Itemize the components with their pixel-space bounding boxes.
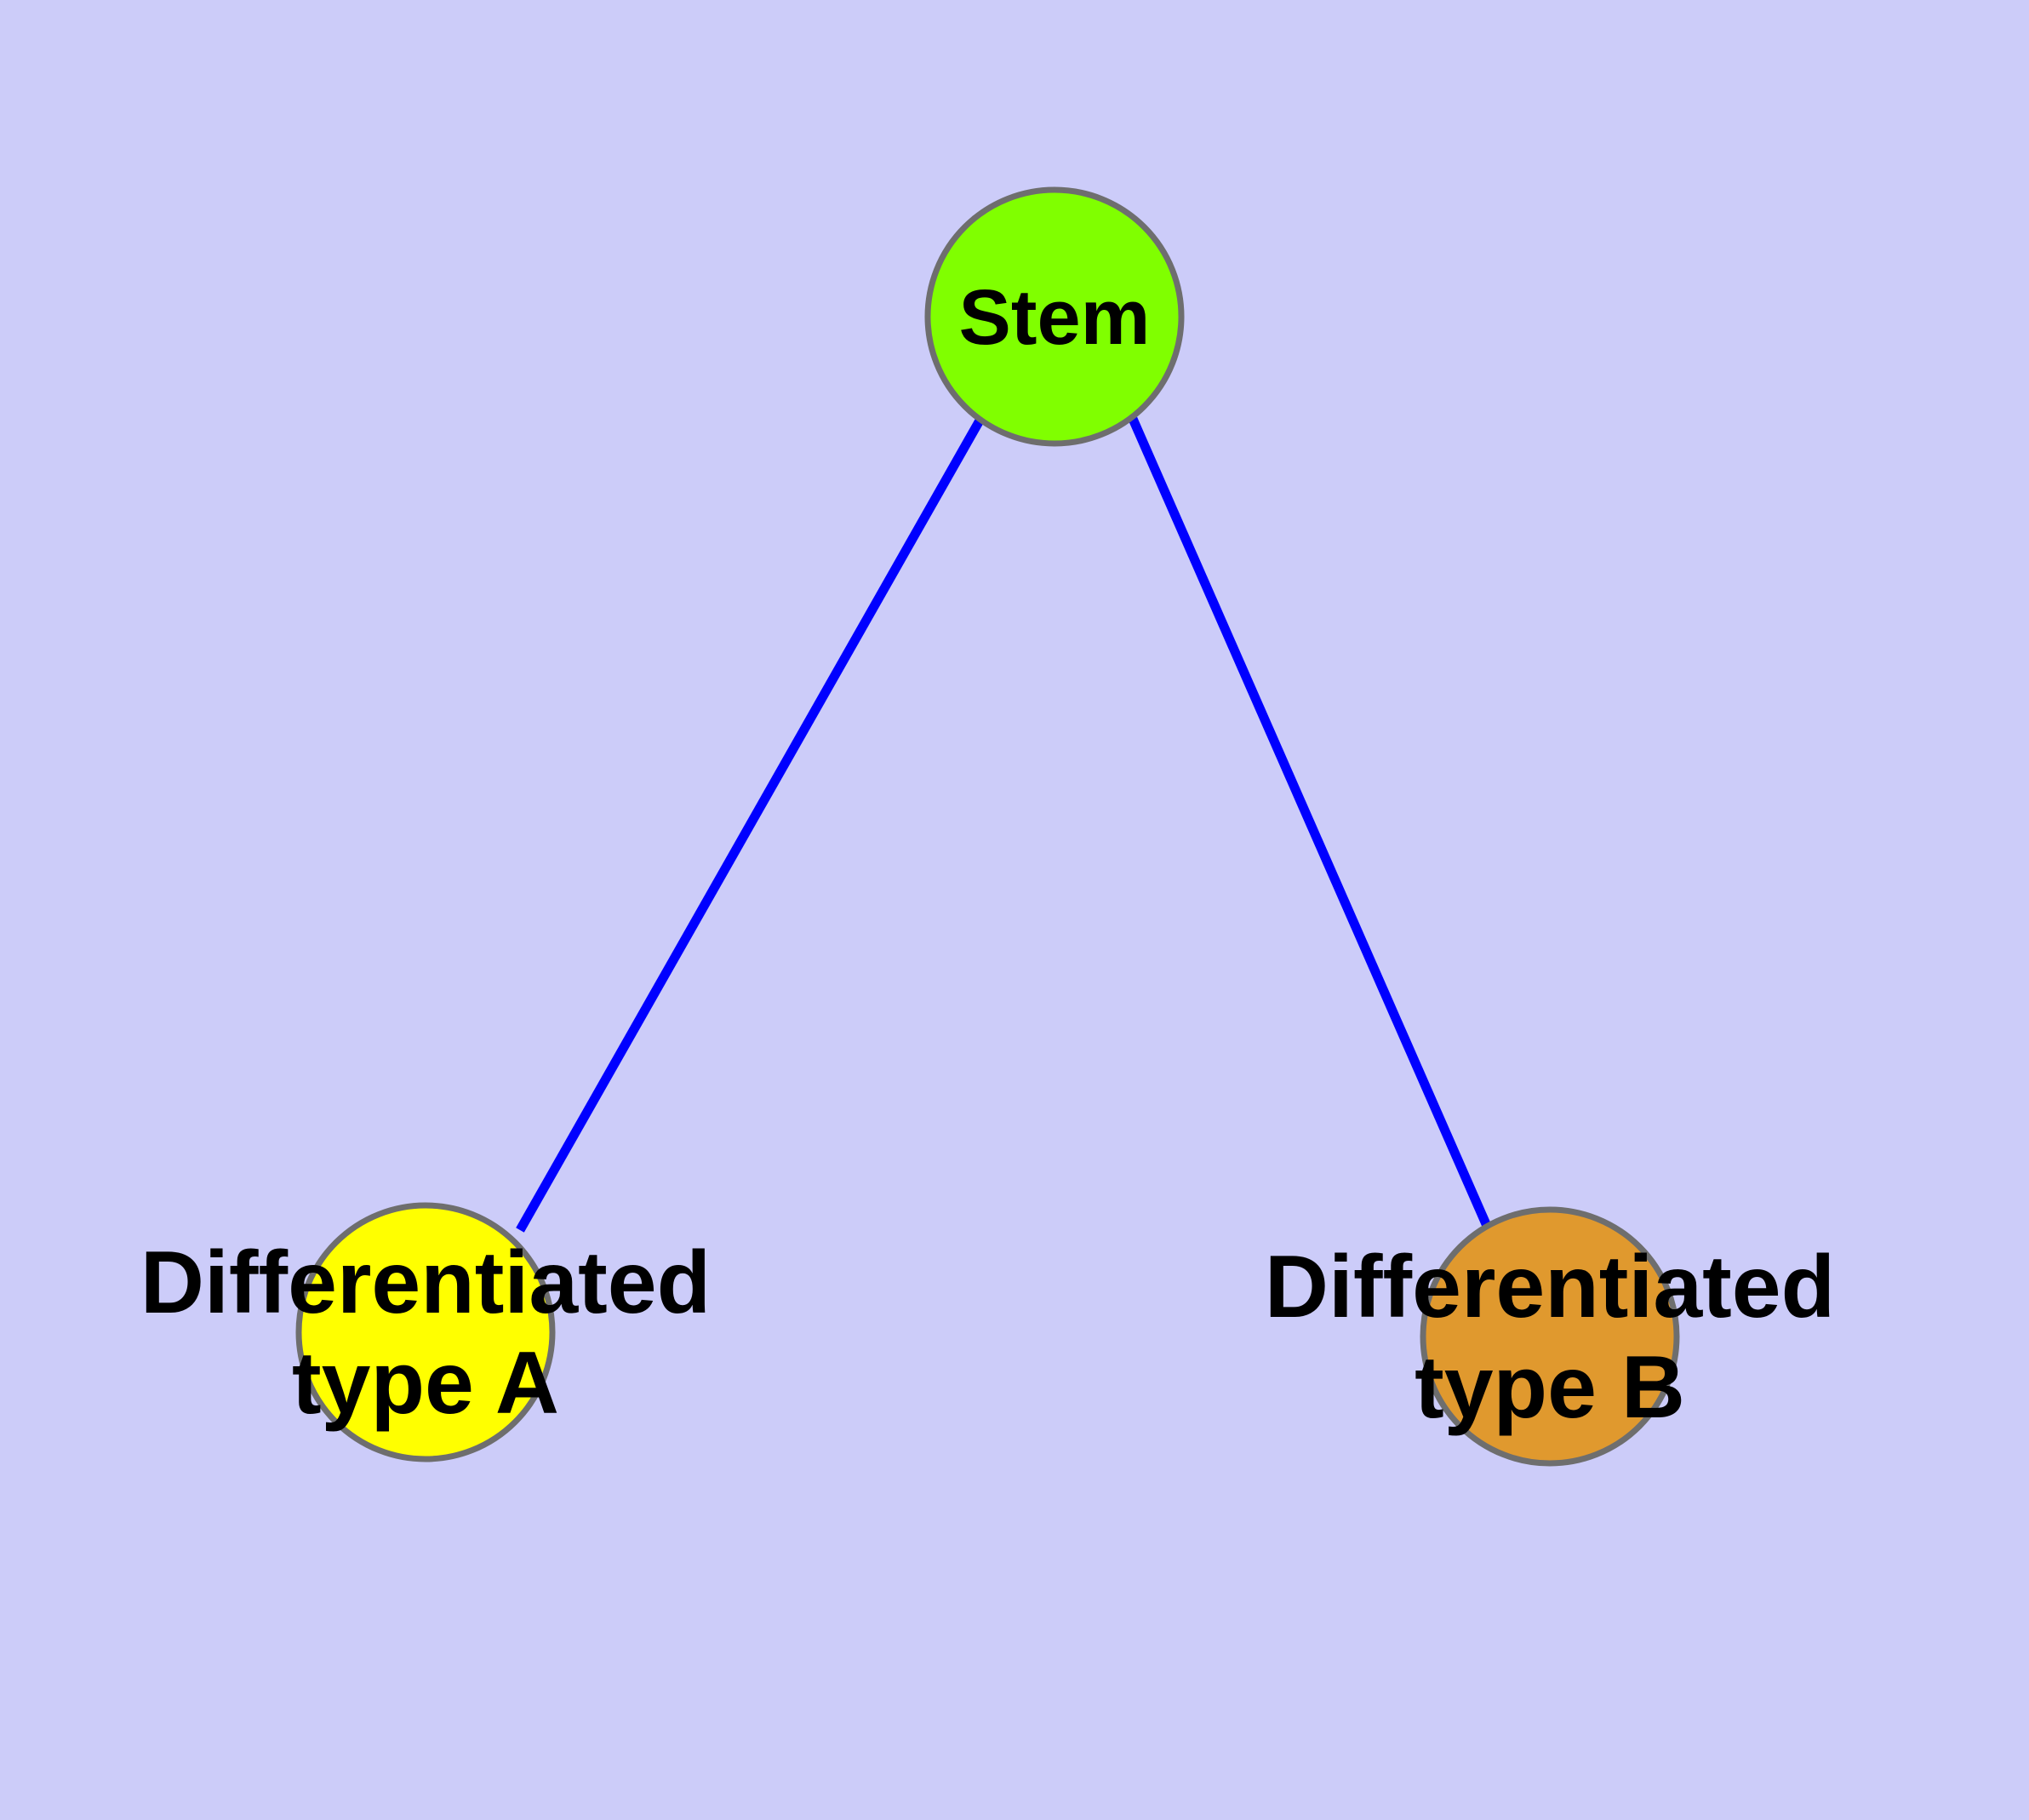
node-differentiated-type-a-circle[interactable]: [295, 1202, 556, 1462]
node-differentiated-type-a-label-line-1: Differentiated: [140, 1233, 711, 1332]
node-stem-label: Stem: [959, 274, 1151, 361]
node-differentiated-type-a-label-line-2: type A: [292, 1334, 559, 1433]
edge-stem-to-differentiated-type-b[interactable]: [1128, 416, 1495, 1234]
node-differentiated-type-b-label-line-2: type B: [1415, 1338, 1685, 1437]
edge-stem-to-differentiated-type-a[interactable]: [516, 418, 984, 1233]
label-layer: Stem Differentiated type A Differentiate…: [140, 274, 1835, 1437]
node-layer: [295, 186, 1680, 1467]
edge-layer: [516, 416, 1495, 1234]
node-differentiated-type-b-circle[interactable]: [1420, 1206, 1680, 1467]
node-differentiated-type-b-label-line-1: Differentiated: [1265, 1238, 1835, 1336]
node-stem-circle[interactable]: [924, 186, 1185, 447]
